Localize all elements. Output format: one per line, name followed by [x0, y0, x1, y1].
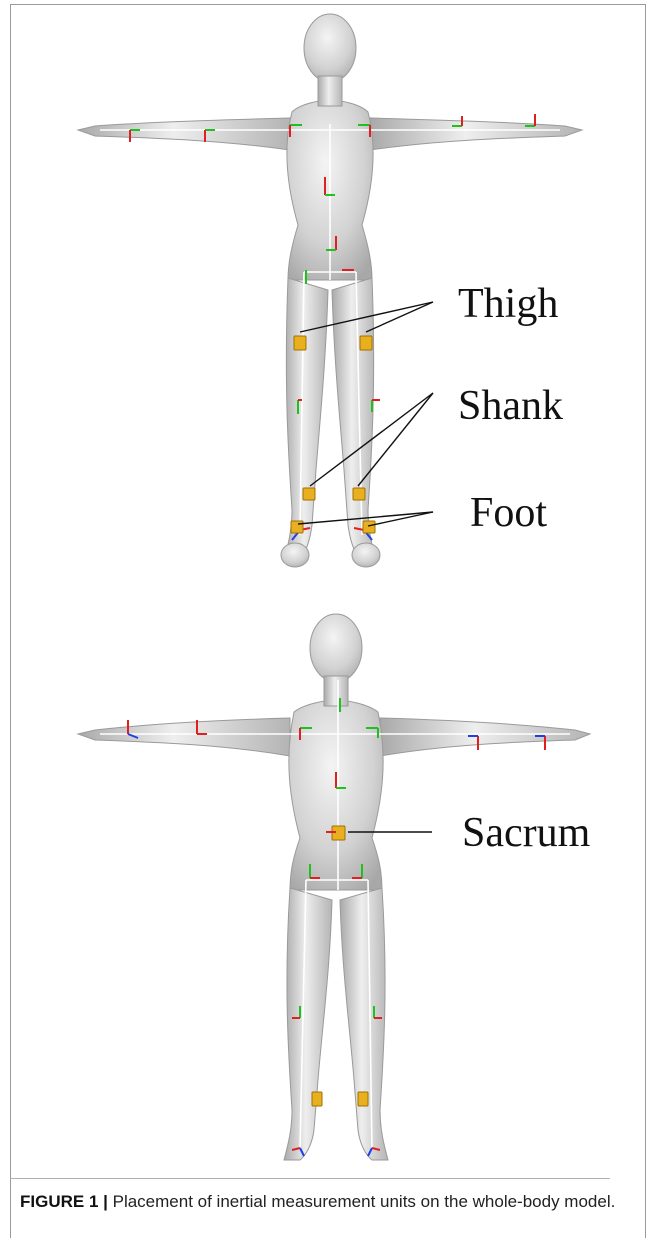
figure-caption: FIGURE 1 | Placement of inertial measure…: [20, 1190, 630, 1214]
back-foot-sensor-right: [358, 1092, 368, 1106]
shank-sensor-left: [303, 488, 315, 500]
shank-sensor-right: [353, 488, 365, 500]
thigh-sensor-right: [360, 336, 372, 350]
label-foot: Foot: [470, 492, 547, 534]
figure-number: FIGURE 1 |: [20, 1192, 108, 1211]
label-sacrum: Sacrum: [462, 812, 590, 854]
back-foot-sensor-left: [312, 1092, 322, 1106]
foot-sensor-right: [363, 521, 375, 533]
foot-sensor-left: [291, 521, 303, 533]
label-thigh: Thigh: [458, 283, 558, 325]
label-shank: Shank: [458, 385, 563, 427]
thigh-sensor-left: [294, 336, 306, 350]
back-body-model: [78, 614, 590, 1160]
whole-body-model-figure: [0, 0, 652, 1180]
caption-text: Placement of inertial measurement units …: [108, 1192, 615, 1211]
caption-separator: [10, 1178, 610, 1179]
